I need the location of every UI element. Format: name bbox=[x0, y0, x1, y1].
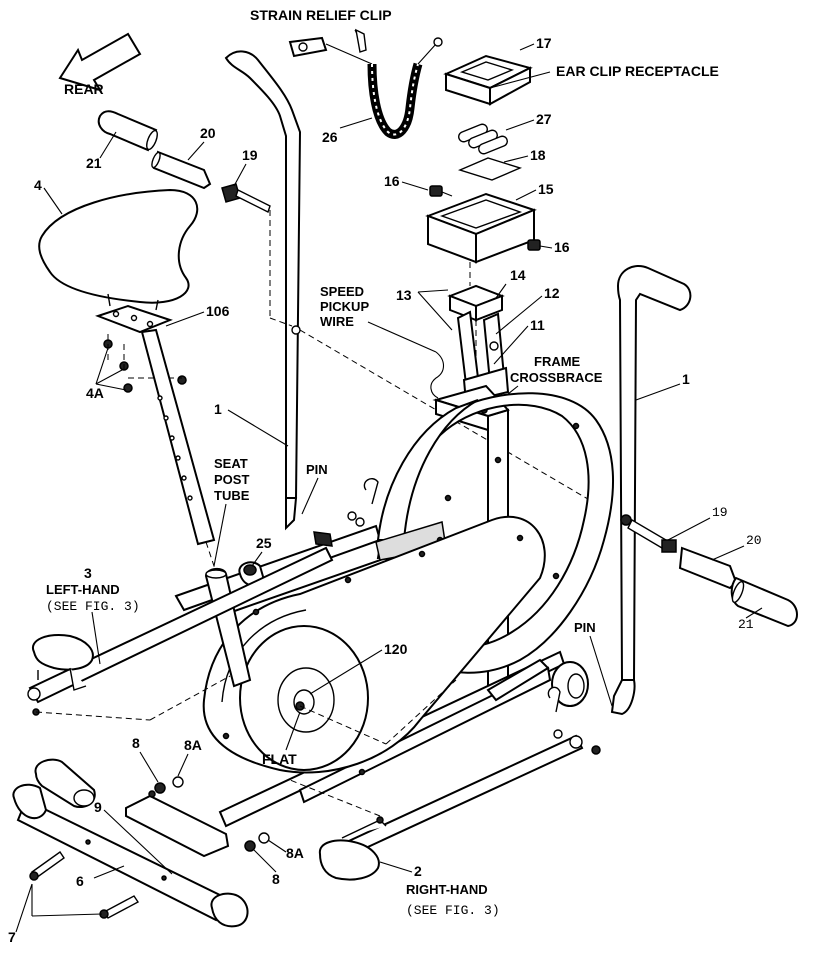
part-20a-label: 20 bbox=[200, 125, 216, 141]
nut-8-lower bbox=[244, 832, 270, 852]
part-12-label: 12 bbox=[544, 285, 560, 301]
part-2-label: 2 bbox=[414, 863, 422, 879]
ear-clip-cord bbox=[367, 37, 443, 139]
strain-relief-clip-label: STRAIN RELIEF CLIP bbox=[250, 7, 392, 23]
part-8ba-label: 8A bbox=[286, 845, 304, 861]
speed-pickup-wire-label-3: WIRE bbox=[320, 314, 354, 329]
seat-post-tube bbox=[204, 568, 252, 688]
pin-left-label: PIN bbox=[306, 462, 328, 477]
part-9-label: 9 bbox=[94, 799, 102, 815]
left-grip-21 bbox=[97, 110, 158, 152]
part-6-label: 6 bbox=[76, 873, 84, 889]
pin-right-label: PIN bbox=[574, 620, 596, 635]
batteries bbox=[458, 123, 508, 155]
part-13-label: 13 bbox=[396, 287, 412, 303]
rear-label: REAR bbox=[64, 81, 104, 97]
part-19b-label: 19 bbox=[712, 505, 728, 520]
left-pin bbox=[313, 478, 379, 547]
part-1a-label: 1 bbox=[214, 401, 222, 417]
part-25-label: 25 bbox=[256, 535, 272, 551]
right-hand-label-2: (SEE FIG. 3) bbox=[406, 903, 500, 918]
seat-post-tube-label-3: TUBE bbox=[214, 488, 250, 503]
bolts-7 bbox=[29, 851, 140, 919]
seat-post bbox=[140, 328, 216, 546]
part-15-label: 15 bbox=[538, 181, 554, 197]
battery-cover-plate bbox=[457, 157, 523, 181]
part-106-label: 106 bbox=[206, 303, 230, 319]
right-handlebar-arm bbox=[610, 265, 692, 716]
front-cap-9 bbox=[34, 758, 96, 808]
part-3-label: 3 bbox=[84, 565, 92, 581]
part-1b-label: 1 bbox=[682, 371, 690, 387]
left-grip-bolt-19 bbox=[221, 183, 271, 213]
left-hand-label-2: (SEE FIG. 3) bbox=[46, 599, 140, 614]
frame-crossbrace-label-1: FRAME bbox=[534, 354, 581, 369]
part-27-label: 27 bbox=[536, 111, 552, 127]
console-knob-left bbox=[429, 185, 453, 197]
part-17-label: 17 bbox=[536, 35, 552, 51]
part-4-label: 4 bbox=[34, 177, 42, 193]
part-8aa-label: 8A bbox=[184, 737, 202, 753]
part-21a-label: 21 bbox=[86, 155, 102, 171]
rear-arrow-icon bbox=[58, 32, 142, 92]
rear-wheel bbox=[551, 661, 589, 707]
right-grip-bolt-19 bbox=[620, 514, 677, 553]
strain-relief-clip bbox=[288, 28, 373, 65]
seat-bracket bbox=[95, 304, 173, 334]
part-19a-label: 19 bbox=[242, 147, 258, 163]
flywheel bbox=[239, 625, 369, 771]
seat-hardware-4a bbox=[95, 334, 187, 393]
part-26-label: 26 bbox=[322, 129, 338, 145]
console-mast-bracket bbox=[447, 284, 510, 404]
part-16a-label: 16 bbox=[384, 173, 400, 189]
front-stabilizer-6 bbox=[12, 783, 249, 928]
part-21b-label: 21 bbox=[738, 617, 754, 632]
right-grip-20 bbox=[678, 546, 738, 590]
console-knob-right bbox=[527, 239, 541, 251]
part-11-label: 11 bbox=[530, 317, 545, 333]
front-mounting-bracket bbox=[125, 790, 230, 858]
part-20b-label: 20 bbox=[746, 533, 762, 548]
part-14-label: 14 bbox=[510, 267, 526, 283]
right-pedal-arm bbox=[318, 734, 584, 881]
seat-post-tube-label-2: POST bbox=[214, 472, 249, 487]
frame-crossbrace-label-2: CROSSBRACE bbox=[510, 370, 603, 385]
part-4a-label: 4A bbox=[86, 385, 104, 401]
seat bbox=[38, 188, 199, 311]
right-grip-21 bbox=[730, 576, 798, 628]
speed-pickup-wire-label-1: SPEED bbox=[320, 284, 364, 299]
seat-post-tube-label-1: SEAT bbox=[214, 456, 248, 471]
flat-label: FLAT bbox=[262, 751, 297, 767]
part-8a-label: 8 bbox=[132, 735, 140, 751]
left-pedal-arm bbox=[27, 546, 334, 716]
left-handlebar-arm bbox=[224, 50, 302, 531]
part-8b-label: 8 bbox=[272, 871, 280, 887]
left-hand-label-1: LEFT-HAND bbox=[46, 582, 120, 597]
console-housing bbox=[425, 192, 537, 264]
right-hand-label-1: RIGHT-HAND bbox=[406, 882, 488, 897]
part-18-label: 18 bbox=[530, 147, 546, 163]
nut-8-upper bbox=[154, 776, 184, 794]
right-pin bbox=[547, 686, 601, 755]
speed-pickup-wire-label-2: PICKUP bbox=[320, 299, 369, 314]
part-120-label: 120 bbox=[384, 641, 408, 657]
part-16b-label: 16 bbox=[554, 239, 570, 255]
left-grip-20 bbox=[151, 150, 212, 190]
speed-pickup-wire bbox=[430, 351, 445, 399]
part-7-label: 7 bbox=[8, 929, 16, 945]
ear-clip-receptacle-label: EAR CLIP RECEPTACLE bbox=[556, 63, 719, 79]
ear-clip-receptacle bbox=[443, 54, 533, 106]
